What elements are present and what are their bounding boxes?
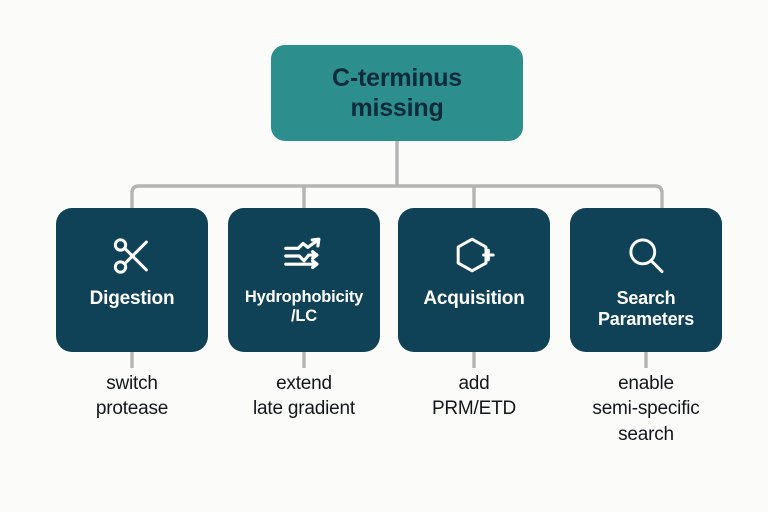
node-label: Search Parameters: [597, 288, 695, 330]
node-label: Digestion: [89, 288, 175, 309]
caption-digestion: switch protease: [95, 373, 169, 420]
hexagon-plus-icon: [448, 230, 500, 282]
node-digestion[interactable]: Digestion: [56, 208, 208, 352]
caption-hydrophobicity-lc: extend late gradient: [253, 373, 355, 420]
scissors-icon: [106, 230, 158, 282]
node-search-parameters[interactable]: Search Parameters: [570, 208, 722, 352]
magnifier-icon: [620, 230, 672, 282]
node-label: Acquisition: [423, 288, 525, 309]
caption-acquisition: add PRM/ETD: [431, 373, 517, 420]
root-node[interactable]: C-terminus missing: [271, 45, 523, 141]
root-node-label: C-terminus missing: [332, 63, 462, 123]
node-label: Hydrophobicity /LC: [244, 288, 364, 326]
node-hydrophobicity-lc[interactable]: Hydrophobicity /LC: [228, 208, 380, 352]
chromatogram-lines-icon: [278, 230, 330, 282]
node-acquisition[interactable]: Acquisition: [398, 208, 550, 352]
connector-bus: [130, 184, 664, 208]
caption-search-parameters: enable semi-specific search: [592, 373, 700, 445]
